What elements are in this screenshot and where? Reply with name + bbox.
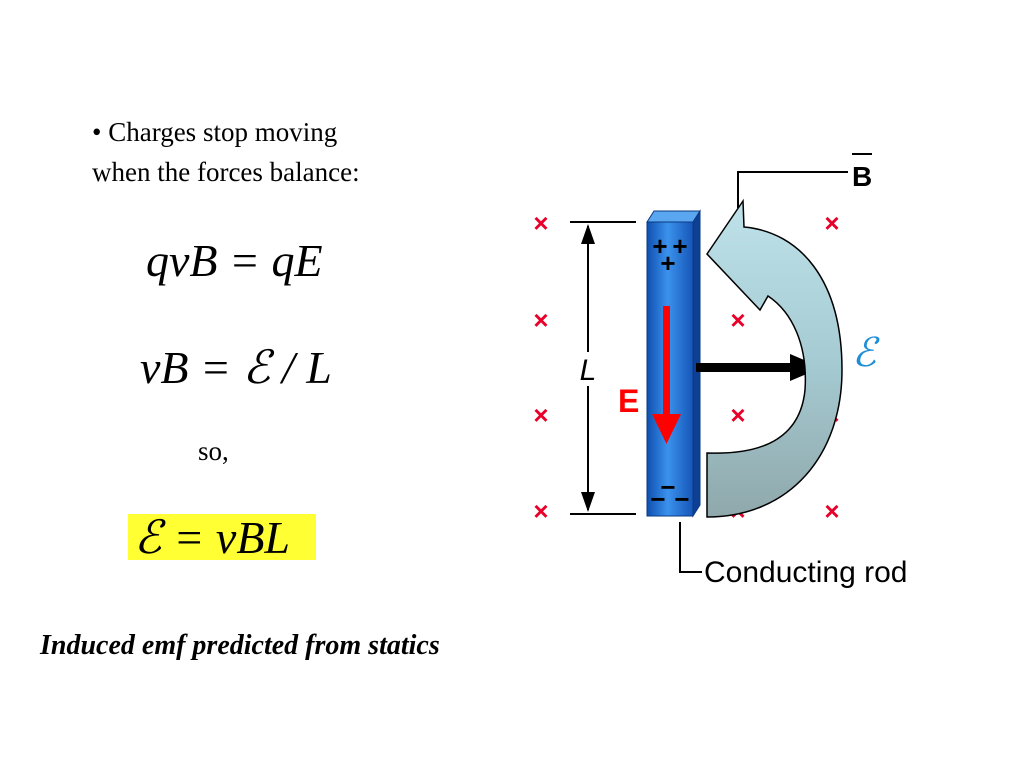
x-mark: ×: [533, 208, 548, 238]
emf-per-length-equation: vB = ℰ / L: [140, 340, 332, 394]
minus-sign: −: [674, 484, 689, 514]
bullet-point: • Charges stop moving when the forces ba…: [92, 112, 360, 192]
x-mark: ×: [824, 208, 839, 238]
caption: Induced emf predicted from statics: [40, 630, 440, 661]
velocity-shaft: [696, 363, 792, 372]
bullet-line-1: • Charges stop moving: [92, 117, 338, 147]
rod-label: Conducting rod: [704, 556, 907, 589]
l-label: L: [580, 354, 597, 387]
eq2-lhs: vB =: [140, 342, 243, 393]
plus-charges: + + +: [652, 231, 687, 278]
x-mark: ×: [730, 400, 745, 430]
emf-symbol: ℰ: [134, 510, 162, 564]
minus-charges: − − −: [650, 472, 689, 514]
x-mark: ×: [533, 496, 548, 526]
emf-curved-arrow: [706, 198, 843, 518]
eq2-rhs: / L: [270, 342, 332, 393]
b-label: B: [852, 161, 872, 192]
bullet-line-2: when the forces balance:: [92, 157, 360, 187]
plus-sign: +: [652, 231, 667, 261]
emf-label: ℰ: [852, 331, 880, 375]
plus-sign: +: [672, 231, 687, 261]
x-mark: ×: [730, 305, 745, 335]
motional-emf-equation: ℰ = vBL: [134, 510, 290, 564]
x-mark: ×: [533, 305, 548, 335]
rod-leader-line: [679, 522, 702, 573]
plus-sign: +: [660, 248, 675, 278]
l-arrowhead-bottom: [581, 492, 595, 512]
highlight-box: [128, 514, 316, 560]
minus-sign: −: [660, 472, 675, 502]
eq3-rhs: = vBL: [161, 512, 290, 563]
so-text: so,: [198, 436, 229, 466]
force-balance-equation: qvB = qE: [146, 235, 323, 286]
x-mark: ×: [824, 496, 839, 526]
l-arrowhead-top: [581, 224, 595, 244]
e-field-arrowhead: [652, 414, 681, 444]
e-field-shaft: [663, 306, 670, 416]
emf-symbol: ℰ: [242, 340, 271, 394]
minus-sign: −: [650, 484, 665, 514]
x-mark: ×: [533, 400, 548, 430]
b-leader-line: [737, 171, 848, 208]
e-field-label: E: [618, 383, 639, 419]
rod-top-face: [646, 210, 701, 223]
